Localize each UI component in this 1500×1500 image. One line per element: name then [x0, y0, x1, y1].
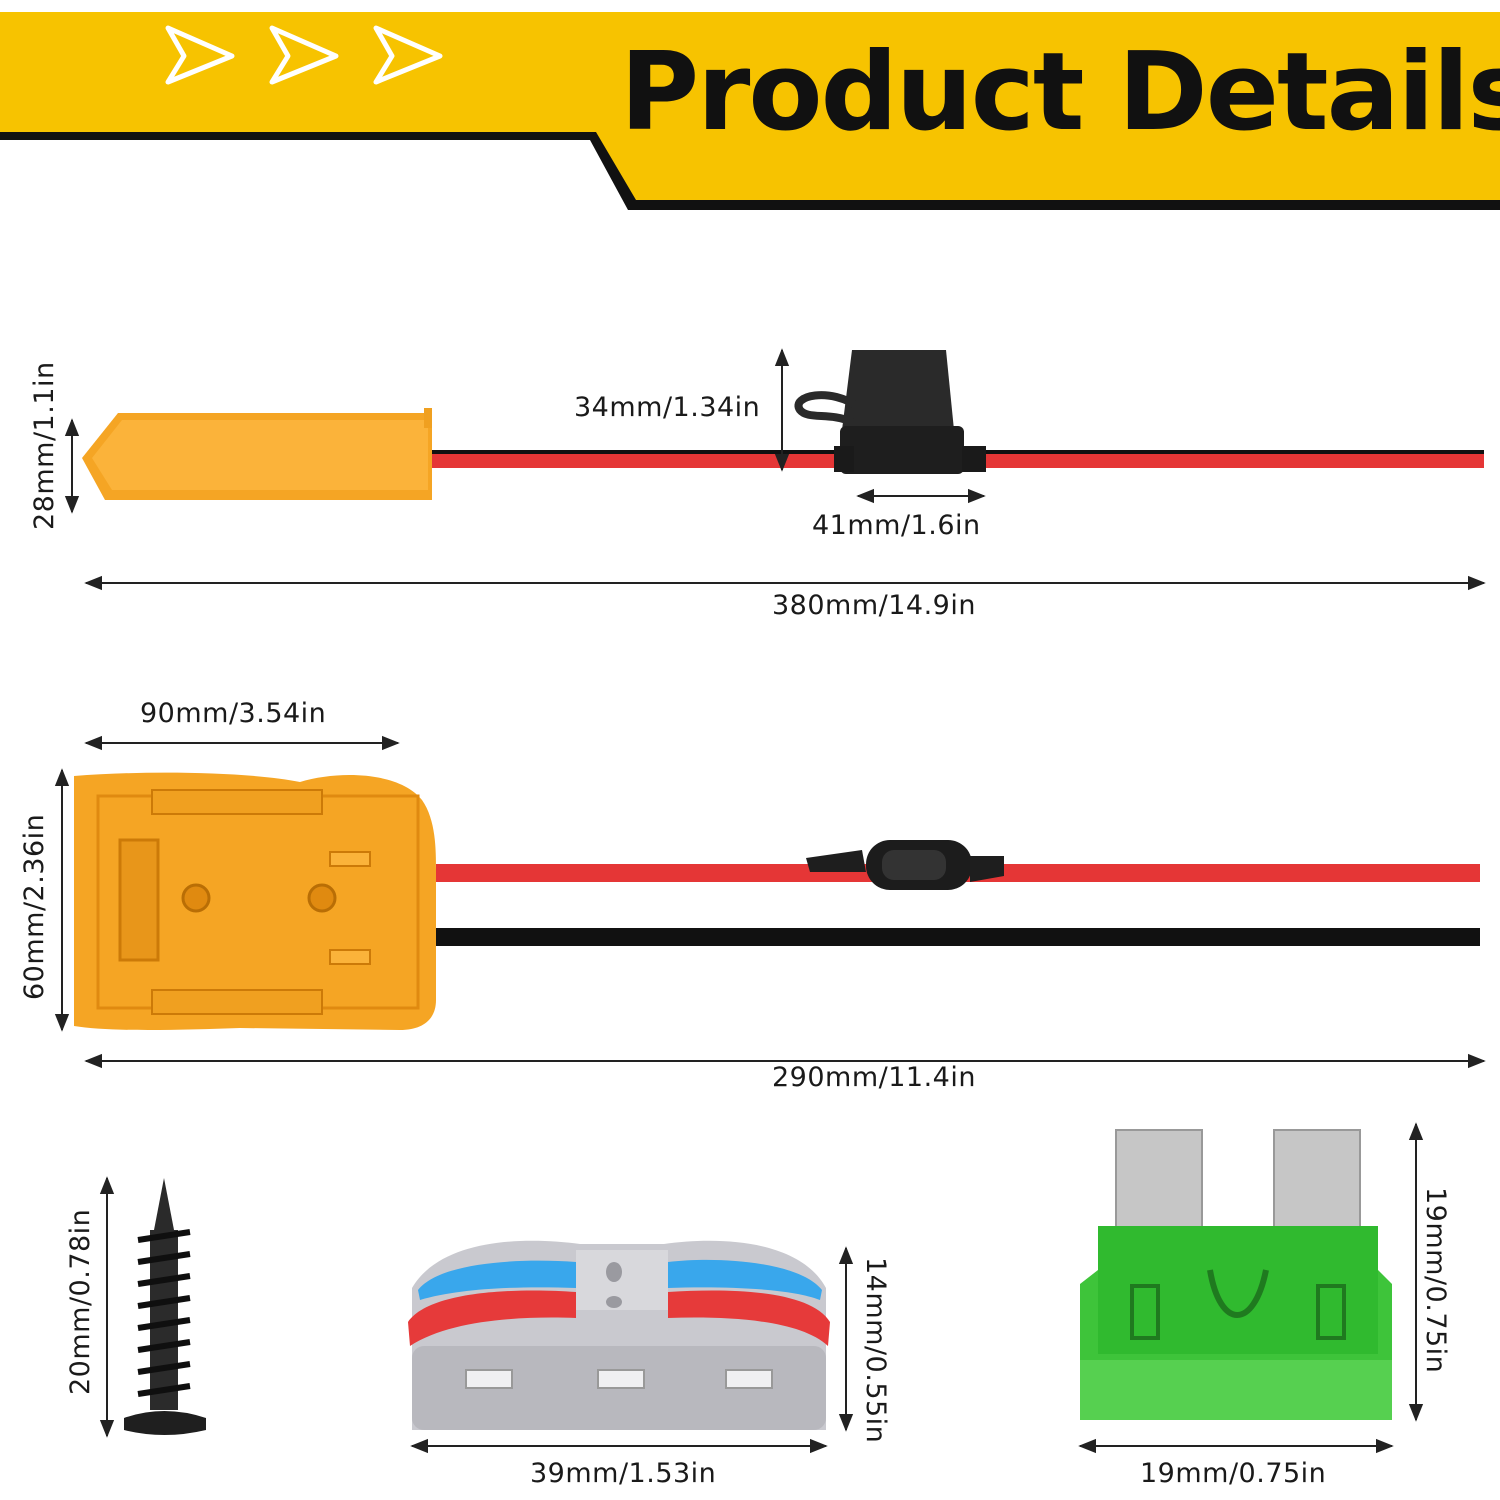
total-length-label-380: 380mm/14.9in	[772, 590, 976, 621]
total-length-label-290: 290mm/11.4in	[772, 1062, 976, 1093]
adapter-width-label: 90mm/3.54in	[140, 698, 327, 729]
inline-fuse-holder-top	[806, 840, 1004, 890]
fuse-holder-height-label: 34mm/1.34in	[574, 392, 761, 423]
chevron-arrows-icon	[165, 25, 443, 85]
header-banner	[0, 12, 1500, 210]
page-title: Product Details	[620, 30, 1500, 155]
adapter-height-label: 60mm/2.36in	[19, 813, 50, 1000]
adapter-top-view	[74, 772, 436, 1030]
adapter-side-view	[82, 408, 432, 500]
black-wire-top	[436, 928, 1480, 946]
screw-image	[124, 1178, 206, 1435]
fuse-holder-width-label: 41mm/1.6in	[812, 510, 981, 541]
fuse-height-label: 19mm/0.75in	[1420, 1187, 1451, 1374]
blade-fuse-image	[1080, 1129, 1392, 1420]
screw-length-label: 20mm/0.78in	[65, 1208, 96, 1395]
wire-connector-image	[408, 1240, 830, 1430]
fuse-width-label: 19mm/0.75in	[1140, 1458, 1327, 1489]
connector-width-label: 39mm/1.53in	[530, 1458, 717, 1489]
inline-fuse-holder-side	[794, 350, 986, 474]
adapter-side-height-label: 28mm/1.1in	[29, 361, 60, 530]
connector-height-label: 14mm/0.55in	[860, 1257, 891, 1444]
